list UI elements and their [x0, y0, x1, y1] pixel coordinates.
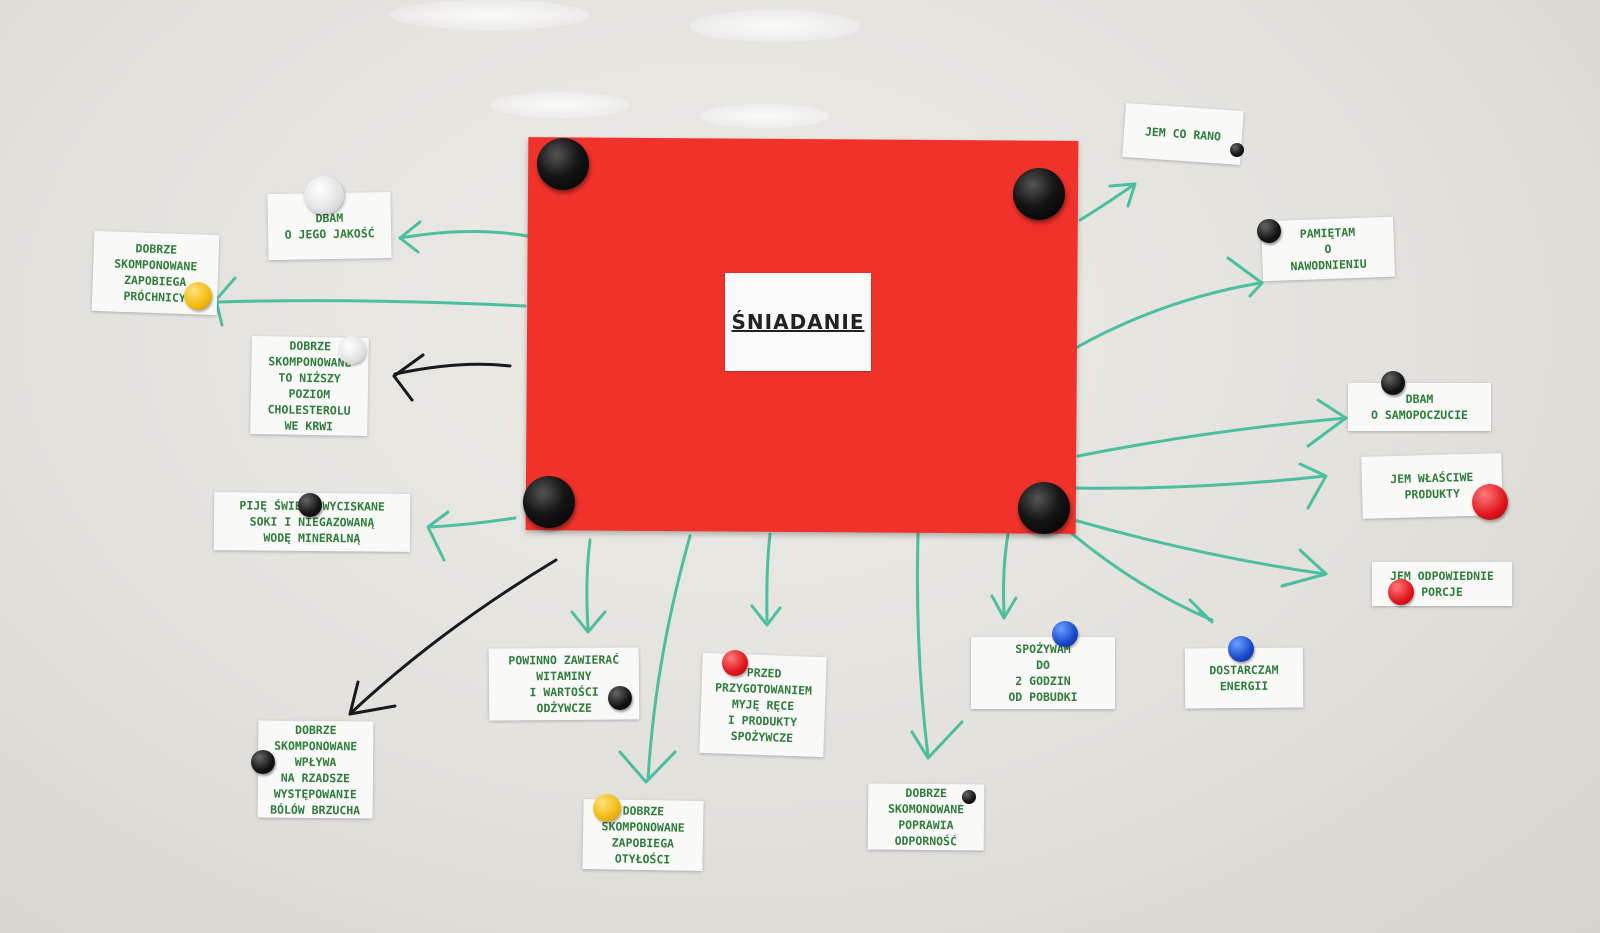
black-magnet	[1230, 143, 1244, 157]
black-magnet	[537, 138, 589, 190]
light-glare	[700, 104, 830, 128]
blue-magnet	[1228, 636, 1254, 662]
white-magnet	[304, 176, 344, 214]
arrow-energii	[1068, 530, 1214, 622]
card-jem-rano: JEM CO RANO	[1122, 102, 1244, 166]
arrow-dbam-jakosc	[398, 229, 529, 240]
black-magnet	[1257, 219, 1281, 243]
red-magnet	[1472, 484, 1508, 520]
black-magnet	[298, 493, 322, 517]
arrow-otylosc	[646, 534, 692, 782]
red-magnet	[1388, 579, 1414, 605]
black-magnet	[1018, 482, 1070, 534]
arrow-cholesterol	[393, 362, 512, 376]
card-samopoczucie: DBAM O SAMOPOCZUCIE	[1348, 383, 1491, 431]
light-glare	[490, 92, 630, 118]
black-magnet	[962, 790, 976, 804]
black-magnet	[1381, 371, 1405, 395]
blue-magnet	[1052, 621, 1078, 647]
arrow-spozywam	[1002, 532, 1010, 616]
arrow-produkty	[1070, 474, 1327, 490]
light-glare	[390, 0, 590, 30]
arrow-jem-rano	[1078, 184, 1134, 222]
black-magnet	[608, 686, 632, 710]
arrow-samopoczucie	[1076, 416, 1348, 458]
red-magnet	[722, 650, 748, 676]
card-spozywam: SPOŻYWAM DO 2 GODZIN OD POBUDKI	[971, 637, 1115, 709]
card-brzuch: DOBRZE SKOMPONOWANE WPŁYWA NA RZADSZE WY…	[257, 720, 374, 819]
arrow-porcje	[1072, 518, 1327, 576]
black-magnet	[523, 476, 575, 528]
arrow-witaminy	[585, 538, 592, 630]
arrow-nawodnienie	[1070, 281, 1262, 352]
arrow-soki	[428, 516, 517, 529]
black-magnet	[251, 750, 275, 774]
center-title: ŚNIADANIE	[731, 310, 865, 334]
arrow-brzuch	[350, 558, 558, 714]
white-magnet	[338, 336, 366, 364]
arrow-prochnicy	[216, 299, 527, 308]
arrow-rece	[765, 532, 772, 622]
yellow-magnet	[184, 282, 212, 310]
light-glare	[690, 10, 860, 42]
card-nawodnienie: PAMIĘTAM O NAWODNIENIU	[1260, 216, 1396, 282]
card-rece: PRZED PRZYGOTOWANIEM MYJĘ RĘCE I PRODUKT…	[699, 652, 827, 758]
center-title-card: ŚNIADANIE	[725, 273, 871, 371]
yellow-magnet	[593, 794, 621, 822]
arrow-odpornosc	[915, 532, 930, 758]
black-magnet	[1013, 168, 1065, 220]
